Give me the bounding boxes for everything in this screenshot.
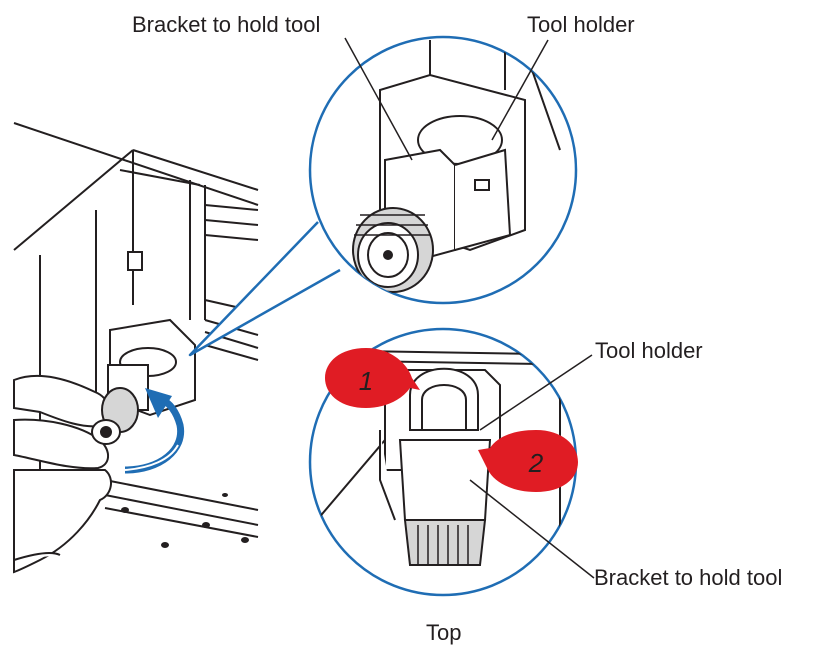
step-marker-1: 1 bbox=[325, 348, 420, 408]
hand bbox=[13, 374, 112, 574]
step-number-1: 1 bbox=[359, 366, 373, 396]
label-tool-holder-bottom: Tool holder bbox=[595, 338, 703, 363]
rotation-arrow bbox=[124, 388, 185, 474]
callout-pointer bbox=[188, 221, 341, 357]
label-bracket-to-hold-tool-bottom: Bracket to hold tool bbox=[594, 565, 783, 590]
top-detail-holder-drawing bbox=[352, 40, 561, 293]
label-tool-holder-top: Tool holder bbox=[527, 12, 635, 37]
machine-screw-holes bbox=[121, 493, 249, 548]
step-number-2: 2 bbox=[528, 448, 544, 478]
step-marker-2: 2 bbox=[478, 430, 578, 492]
small-tool-knob bbox=[91, 387, 139, 445]
caption-top: Top bbox=[426, 620, 462, 645]
leader-lines bbox=[344, 37, 595, 579]
label-bracket-to-hold-tool-top: Bracket to hold tool bbox=[132, 12, 321, 37]
